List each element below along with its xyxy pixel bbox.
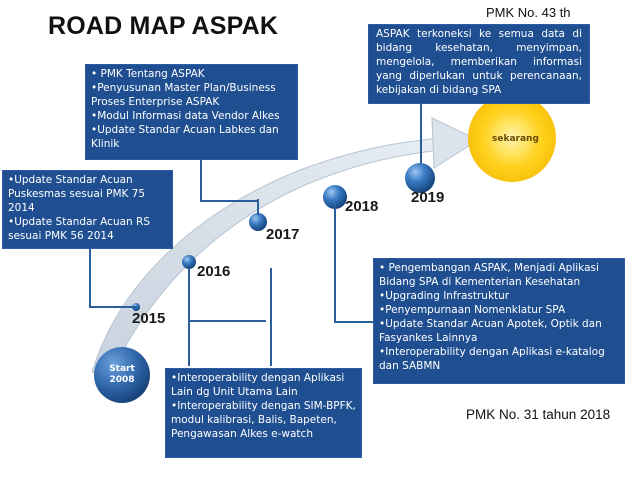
box-2018-line: •Interoperability dengan Aplikasi e-kata…	[379, 345, 605, 358]
year-2015-label: 2015	[132, 310, 166, 327]
node-2019	[405, 163, 435, 193]
year-2019-label: 2019	[411, 189, 445, 206]
box-2018-line: •Upgrading Infrastruktur	[379, 289, 510, 302]
connector-2019	[420, 100, 422, 164]
box-2017-line: •Update Standar Acuan Labkes dan	[91, 123, 279, 136]
box-2017-line: •Penyusunan Master Plan/Business	[91, 81, 276, 94]
box-2017-line: Klinik	[91, 137, 120, 150]
box-2015-line: sesuai PMK 56 2014	[8, 229, 114, 242]
box-2018-line: •Update Standar Acuan Apotek, Optik dan	[379, 317, 602, 330]
start-node	[94, 347, 150, 403]
connector-2015	[89, 248, 137, 308]
year-2018-label: 2018	[345, 198, 379, 215]
box-2019-line: mengelola, memberikan informasi	[376, 55, 582, 68]
box-2018-line: •Penyempurnaan Nomenklatur SPA	[379, 303, 566, 316]
box-2015-line: Puskesmas sesuai PMK 75	[8, 187, 146, 200]
box-2015: •Update Standar Acuan Puskesmas sesuai P…	[2, 170, 173, 249]
box-2018-line: • Pengembangan ASPAK, Menjadi Aplikasi	[379, 262, 599, 274]
connector-2018	[334, 205, 376, 323]
box-2016-line: •Interoperability dengan Aplikasi	[171, 372, 345, 384]
box-2016: •Interoperability dengan Aplikasi Lain d…	[165, 368, 362, 458]
box-2015-line: 2014	[8, 201, 35, 214]
box-2017-line: Proses Enterprise ASPAK	[91, 95, 220, 108]
box-2015-line: •Update Standar Acuan	[8, 174, 133, 186]
box-2017-line: •Modul Informasi data Vendor Alkes	[91, 109, 280, 122]
connector-2016-b	[188, 320, 266, 322]
node-2017	[249, 213, 267, 231]
connector-2016	[188, 268, 272, 366]
box-2019-line: yang diperlukan untuk perencanaan,	[376, 69, 582, 82]
start-label-line-1: Start	[109, 364, 135, 374]
start-label-line-2: 2008	[109, 375, 135, 386]
box-2016-line: modul kalibrasi, Balis, Bapeten,	[171, 413, 337, 426]
connector-2017-b	[257, 199, 259, 215]
sun-circle	[468, 94, 556, 182]
box-2019-line: bidang kesehatan, menyimpan,	[376, 41, 582, 54]
box-2015-line: •Update Standar Acuan RS	[8, 215, 150, 228]
box-2019-line: kebijakan di bidang SPA	[376, 83, 502, 96]
box-2018-line: Fasyankes Lainnya	[379, 331, 478, 344]
page-title: ROAD MAP ASPAK	[48, 12, 279, 40]
box-2016-line: Pengawasan Alkes e-watch	[171, 427, 313, 440]
node-2016	[182, 255, 196, 269]
roadmap-arrowhead	[431, 117, 480, 169]
node-2018	[323, 185, 347, 209]
pmk-top-line-1: PMK No. 43 th	[486, 5, 571, 20]
connector-2017	[200, 160, 259, 202]
box-2016-line: Lain dg Unit Utama Lain	[171, 385, 298, 398]
box-2018-line: Bidang SPA di Kementerian Kesehatan	[379, 275, 581, 288]
box-2018: • Pengembangan ASPAK, Menjadi Aplikasi B…	[373, 258, 625, 384]
box-2018-line: dan SABMN	[379, 359, 441, 372]
box-2019: ASPAK terkoneksi ke semua data di bidang…	[368, 24, 590, 104]
box-2016-line: •Interoperability dengan SIM-BPFK,	[171, 399, 356, 412]
year-2016-label: 2016	[197, 263, 231, 280]
box-2017-line: • PMK Tentang ASPAK	[91, 68, 205, 80]
box-2017: • PMK Tentang ASPAK •Penyusunan Master P…	[85, 64, 298, 160]
box-2019-line: ASPAK terkoneksi ke semua data di	[376, 28, 582, 40]
start-label: Start 2008	[104, 364, 140, 387]
pmk-bottom-note: PMK No. 31 tahun 2018	[466, 407, 611, 422]
year-2017-label: 2017	[266, 226, 300, 243]
sun-label: sekarang	[492, 134, 539, 144]
